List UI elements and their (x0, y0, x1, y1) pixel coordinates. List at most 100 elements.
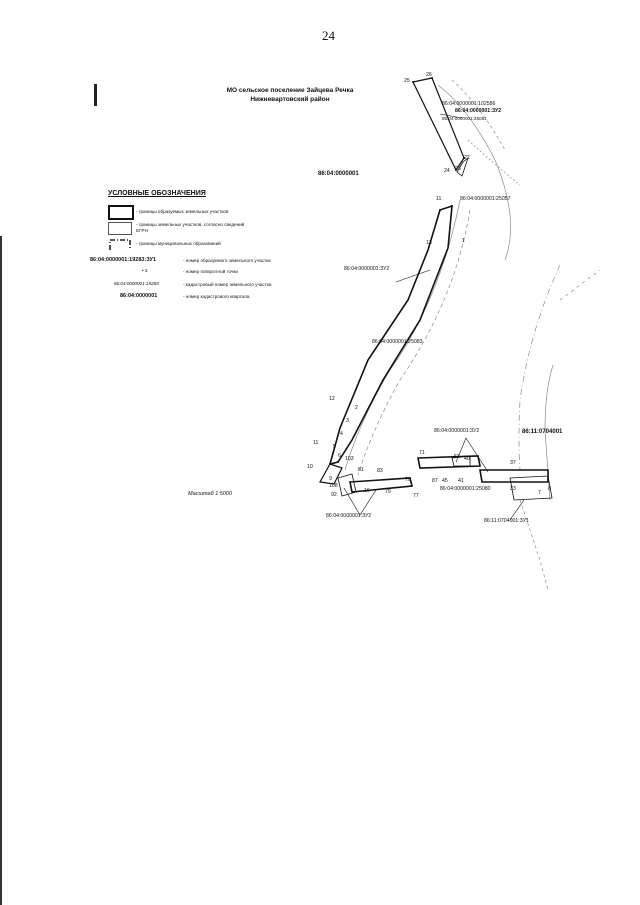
parcel-label: 86:04:0000001:ЗУ2 (344, 266, 390, 272)
point-number: 108 (329, 483, 338, 489)
point-number: 71 (419, 450, 425, 456)
cadastral-label: 86:04:0000001:25061 (442, 116, 487, 121)
cadastral-label: 86:04:0000001:25080 (440, 486, 491, 492)
leader-line (343, 487, 361, 516)
turn-point (412, 81, 414, 83)
point-number: 4 (340, 431, 343, 437)
leader-line (439, 113, 463, 119)
road-edge-line (559, 269, 601, 301)
legend-example-zu: 86:04:0000001:19283:ЗУ1 (90, 257, 156, 263)
point-number: 2 (355, 405, 358, 411)
parcel-zu2-top (412, 77, 465, 172)
parcel-label: 86:11:0704001:ЗУ1 (484, 518, 529, 524)
thin-box-icon (108, 222, 132, 235)
parcel-zu2-bottom (349, 477, 414, 493)
point-number: 1 (462, 238, 465, 244)
turn-point (451, 205, 453, 207)
faint-boundaries (344, 79, 601, 591)
point-number: 77 (413, 493, 419, 499)
point-number: 3 (346, 418, 349, 424)
point-number: 52 (454, 454, 460, 460)
point-number: 9 (329, 476, 332, 482)
legend-example-cadastral: 86:04:0000001:19283 (114, 281, 159, 286)
legend-item-text: - границы земельных участков, согласно с… (136, 222, 245, 233)
parcel-label: 86:04:0000001:ЗУ2 (326, 513, 372, 519)
road-edge-line (437, 84, 511, 261)
parcel-label: 86:04:0000001:ЗУ2 (455, 108, 502, 114)
point-number: 81 (358, 467, 364, 473)
legend-heading: УСЛОВНЫЕ ОБОЗНАЧЕНИЯ (108, 190, 206, 197)
legend-item-text: - номер кадастрового квартала (183, 294, 250, 299)
point-number: 23 (455, 166, 461, 172)
parcel-outlines (319, 77, 553, 501)
point-number: 22 (464, 155, 470, 161)
legend-item-text: - номер образуемого земельного участка (183, 258, 271, 263)
point-number: 45 (442, 478, 448, 484)
point-number: 12 (329, 396, 335, 402)
parcel-25080 (479, 469, 549, 483)
point-number: 11 (436, 196, 442, 202)
leader-line (395, 269, 431, 283)
point-number: 7 (538, 490, 541, 496)
municipal-boundary (518, 264, 561, 471)
point-number: 13 (426, 240, 432, 246)
cadastral-label: 86:04:0000001:25057 (460, 196, 511, 202)
parcel-end (319, 463, 343, 485)
point-number: 103 (345, 456, 354, 462)
leader-line (509, 499, 525, 521)
legend-item-text: - границы образуемых земельных участков (136, 209, 229, 214)
point-number: 92 (331, 492, 337, 498)
page-number: 24 (322, 28, 335, 43)
map-title: МО сельское поселение Зайцева Речка Нижн… (205, 86, 375, 104)
point-number: 24 (444, 168, 450, 174)
cadastral-label: 86:04:0000001:25083 (372, 339, 423, 345)
parcel-zu2-strip (328, 204, 453, 466)
leader-line (465, 437, 489, 473)
point-number: 11 (313, 440, 319, 446)
point-number: 10 (307, 464, 313, 470)
quarter-label: 86:04:0000001 (318, 171, 359, 177)
road-edge-line (451, 79, 506, 151)
thick-box-icon (108, 205, 134, 220)
quarter-label-right: 86:11:0704001 (522, 429, 563, 435)
turn-point (329, 463, 331, 465)
road-edge-line (519, 499, 549, 591)
point-number: 5 (333, 444, 336, 450)
point-number: 8 (548, 486, 551, 492)
turn-point (463, 157, 465, 159)
scan-border-line (0, 236, 2, 905)
map-title-line1: МО сельское поселение Зайцева Речка (226, 87, 354, 94)
turn-point (455, 169, 457, 171)
cadastral-label: 86:04:0000001:102586 (442, 101, 496, 107)
point-number: 25 (404, 78, 410, 84)
point-number: 26 (426, 72, 432, 78)
scale-text: Масштаб 1:5000 (188, 491, 233, 497)
road-edge-line (467, 139, 521, 186)
leader-line (359, 489, 377, 516)
parcel-small-top (456, 156, 469, 177)
leader-line (455, 437, 467, 463)
page-edge-mark (94, 84, 97, 106)
turn-point (431, 77, 433, 79)
map-title-line2: Нижневартовский район (250, 96, 330, 103)
legend-item-text: - кадастровый номер земельного участка (183, 282, 272, 287)
parcel-zu2-right (417, 455, 481, 469)
legend-item-text: - границы муниципальных образований (136, 241, 221, 246)
turn-point (439, 209, 441, 211)
legend-item-text: - номер поворотной точки (183, 269, 238, 274)
point-number: 33 (510, 486, 516, 492)
point-number: 79 (385, 489, 391, 495)
road-edge-line (357, 209, 471, 476)
point-number: 83 (377, 468, 383, 474)
parcel-label: 86:04:0000001:ЗУ2 (434, 428, 480, 434)
point-number: 40 (464, 456, 470, 462)
parcel-small-right (451, 455, 471, 467)
point-number: 87 (432, 478, 438, 484)
point-number: 16 (364, 488, 370, 494)
point-number: 70 (405, 477, 411, 483)
turn-points (329, 77, 465, 465)
legend-example-quarter: 86:04:0000001 (120, 293, 158, 299)
parcel-zu1-right (509, 475, 553, 501)
point-number: 6 (338, 453, 341, 459)
